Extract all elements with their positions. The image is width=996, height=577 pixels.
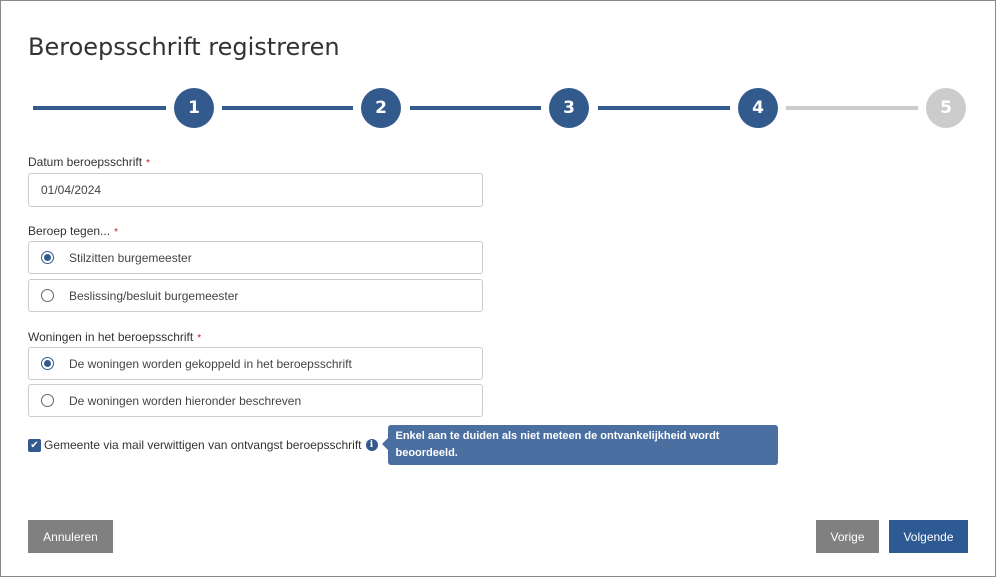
- option-label: De woningen worden hieronder beschreven: [69, 393, 302, 408]
- radio-beschreven[interactable]: De woningen worden hieronder beschreven: [28, 384, 483, 417]
- previous-button[interactable]: Vorige: [816, 520, 879, 553]
- radio-selected-icon: [41, 251, 54, 264]
- radio-stilzitten[interactable]: Stilzitten burgemeester: [28, 241, 483, 274]
- step-connector: [410, 106, 541, 110]
- required-marker: *: [197, 333, 202, 344]
- checkbox-checked-icon[interactable]: ✔: [28, 438, 41, 452]
- date-label-text: Datum beroepsschrift: [28, 155, 143, 169]
- next-button[interactable]: Volgende: [889, 520, 968, 553]
- woningen-label-text: Woningen in het beroepsschrift: [28, 330, 194, 344]
- step-5: 5: [926, 88, 966, 128]
- step-1[interactable]: 1: [174, 88, 214, 128]
- cancel-button[interactable]: Annuleren: [28, 520, 113, 553]
- radio-beslissing[interactable]: Beslissing/besluit burgemeester: [28, 279, 483, 312]
- radio-empty-icon: [41, 289, 54, 302]
- radio-empty-icon: [41, 394, 54, 407]
- notify-checkbox-group[interactable]: ✔ Gemeente via mail verwittigen van ontv…: [28, 425, 378, 465]
- option-label: De woningen worden gekoppeld in het bero…: [69, 356, 352, 371]
- step-3[interactable]: 3: [549, 88, 589, 128]
- step-connector: [598, 106, 730, 110]
- beroep-label-text: Beroep tegen...: [28, 224, 111, 238]
- notify-label: Gemeente via mail verwittigen van ontvan…: [44, 438, 362, 452]
- radio-selected-icon: [41, 357, 54, 370]
- required-marker: *: [146, 158, 150, 169]
- step-connector: [786, 106, 918, 110]
- woningen-label: Woningen in het beroepsschrift*: [28, 330, 201, 344]
- tooltip: Enkel aan te duiden als niet meteen de o…: [381, 425, 778, 465]
- step-4[interactable]: 4: [738, 88, 778, 128]
- option-label: Beslissing/besluit burgemeester: [69, 288, 239, 303]
- radio-gekoppeld[interactable]: De woningen worden gekoppeld in het bero…: [28, 347, 483, 380]
- required-marker: *: [114, 227, 118, 238]
- info-icon[interactable]: i: [365, 439, 378, 451]
- step-2[interactable]: 2: [361, 88, 401, 128]
- notify-checkbox-row: ✔ Gemeente via mail verwittigen van ontv…: [28, 425, 778, 465]
- date-input[interactable]: 01/04/2024: [28, 173, 483, 207]
- page-title: Beroepsschrift registreren: [28, 33, 340, 61]
- step-connector: [33, 106, 166, 110]
- step-connector: [222, 106, 353, 110]
- date-label: Datum beroepsschrift*: [28, 155, 150, 169]
- beroep-label: Beroep tegen...*: [28, 224, 118, 238]
- option-label: Stilzitten burgemeester: [69, 250, 192, 265]
